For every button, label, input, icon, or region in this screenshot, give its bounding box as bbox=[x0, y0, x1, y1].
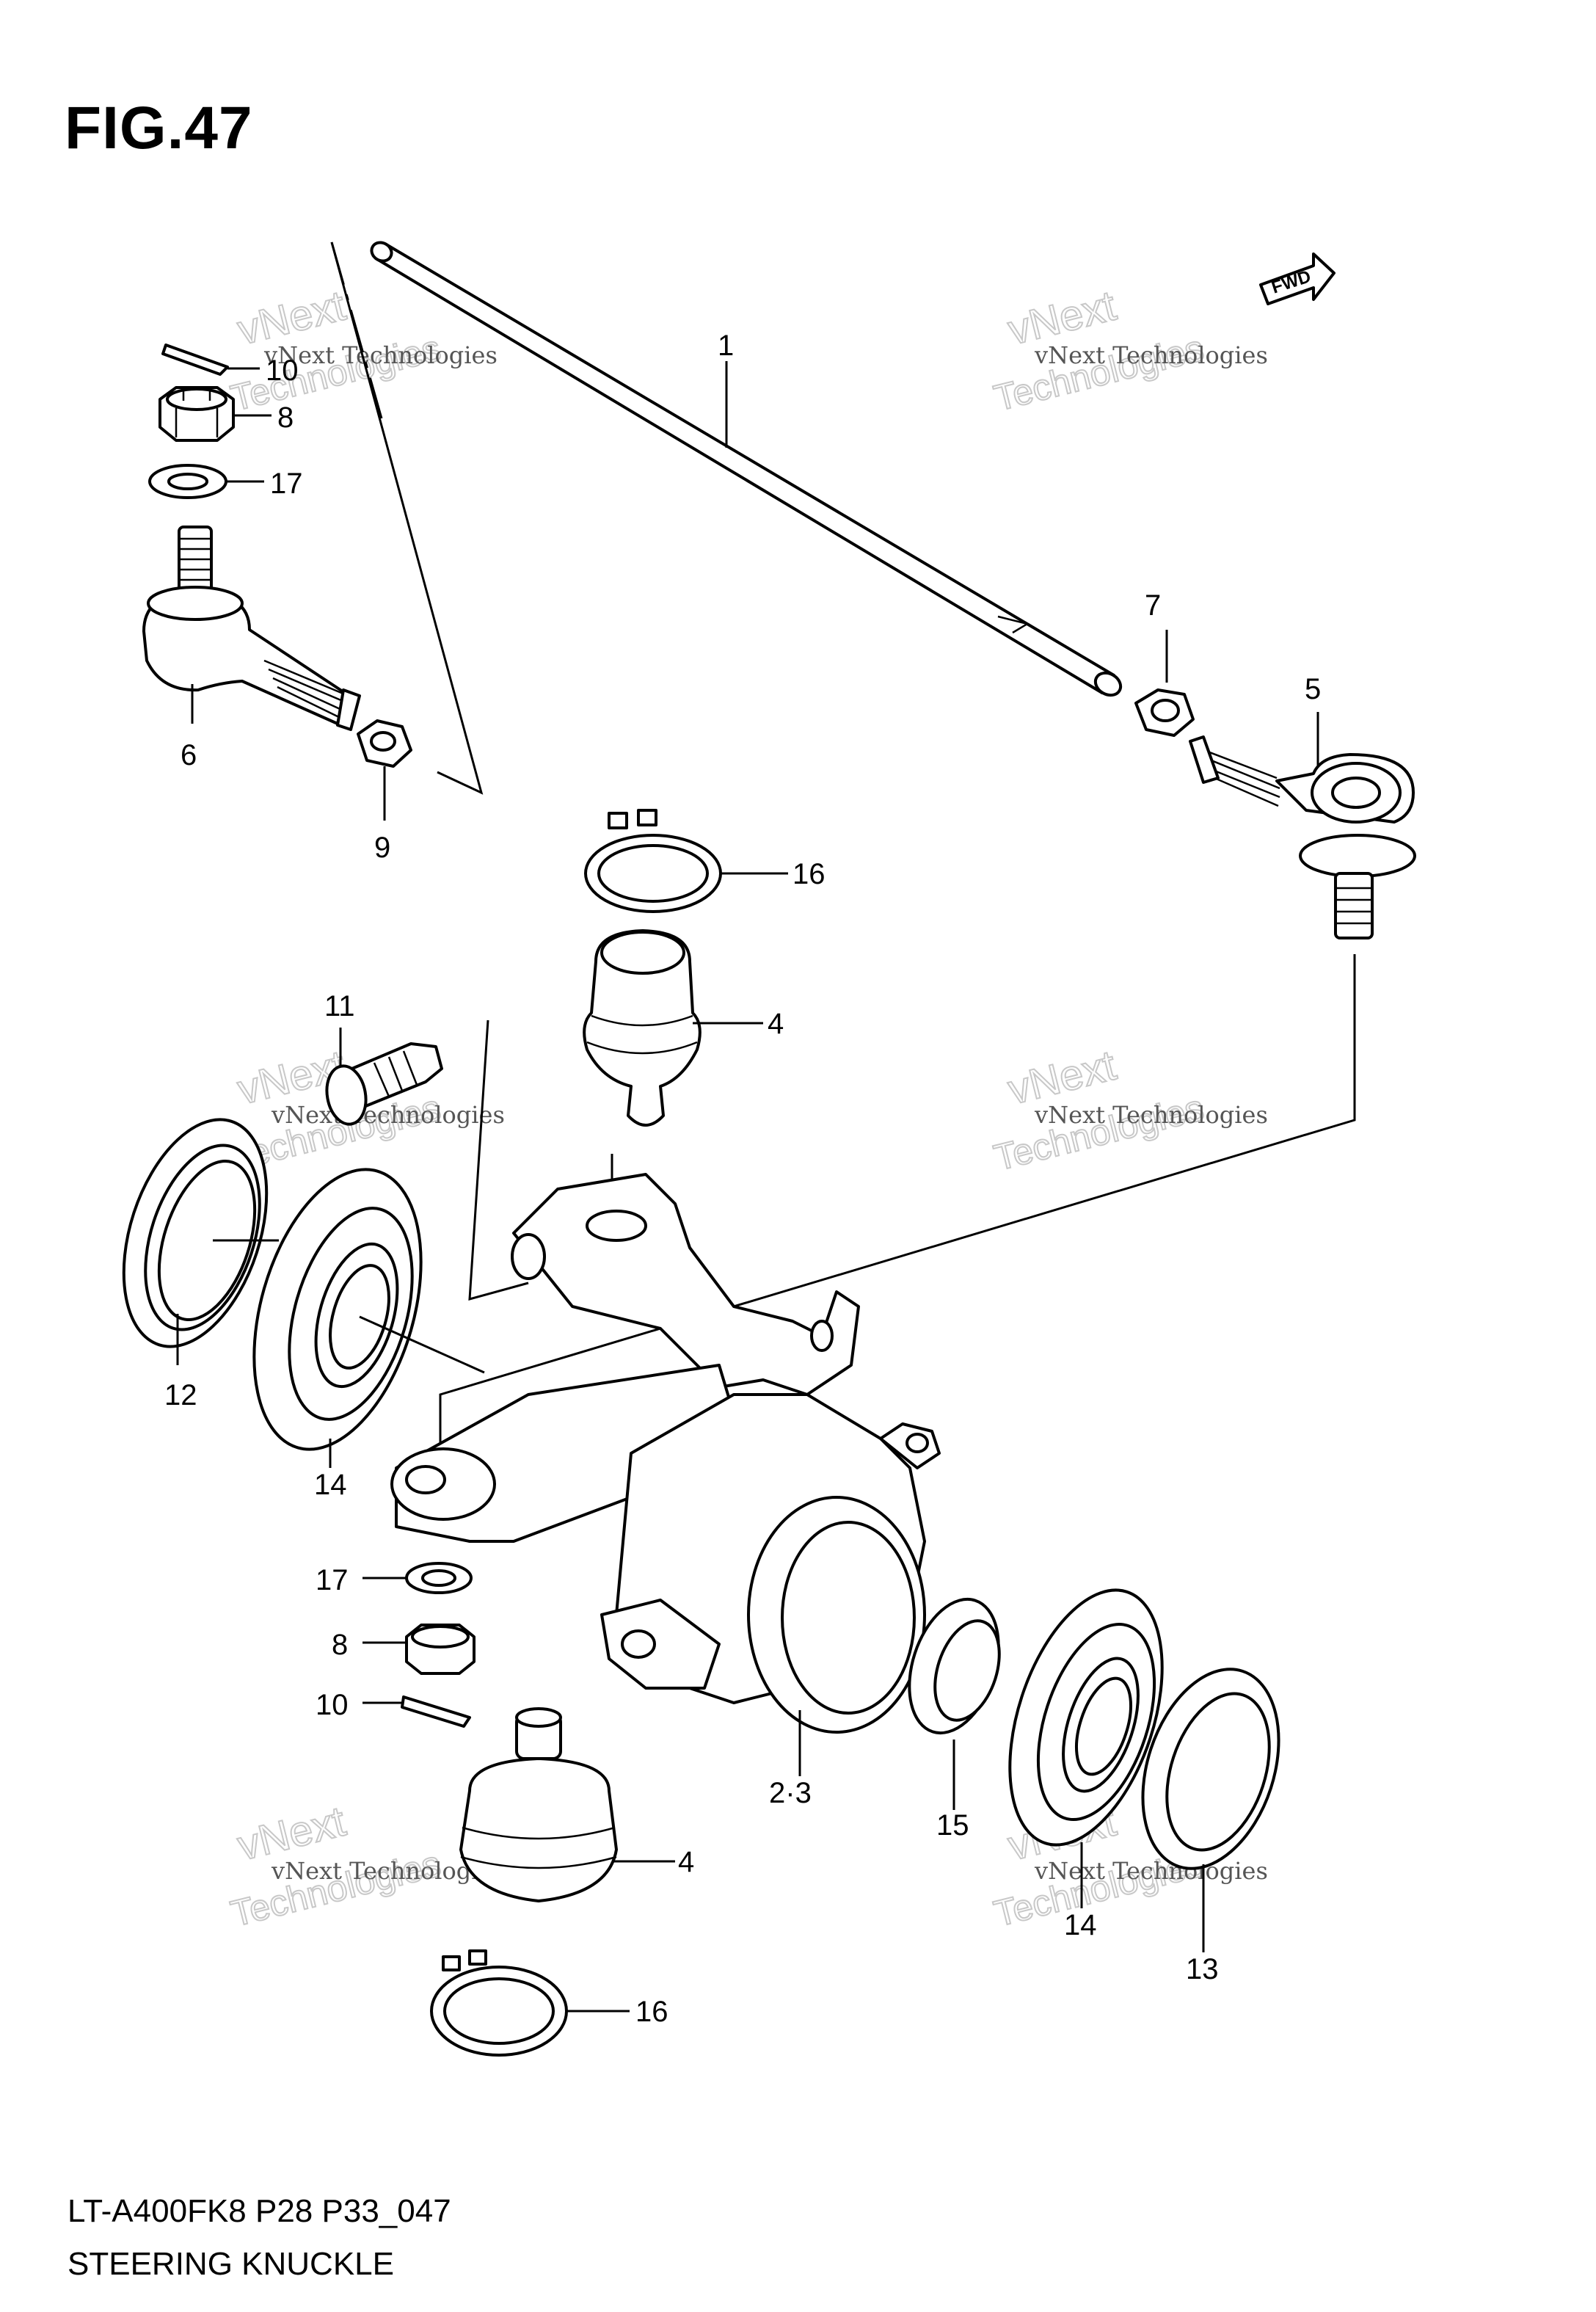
callout-14-left: 14 bbox=[314, 1469, 347, 1501]
castle-nut-lower bbox=[405, 1624, 475, 1675]
tie-rod-end-right bbox=[1189, 735, 1416, 939]
callout-5: 5 bbox=[1305, 673, 1321, 705]
lock-nut-right bbox=[1134, 688, 1195, 737]
svg-text:vNext Technologies: vNext Technologies bbox=[1034, 1857, 1268, 1885]
bearing-left bbox=[252, 1168, 423, 1451]
washer-lower bbox=[405, 1562, 473, 1594]
callout-4-top: 4 bbox=[768, 1008, 784, 1040]
castle-nut-top bbox=[158, 386, 235, 442]
tie-rod bbox=[370, 241, 1123, 697]
callout-11: 11 bbox=[324, 990, 355, 1022]
watermark-5: vNext Technologies vNext Technologies bbox=[226, 1797, 505, 1935]
bolt bbox=[325, 1042, 443, 1126]
tie-rod-end-left bbox=[142, 526, 361, 731]
assembly-guide-lines bbox=[330, 241, 1356, 1468]
callout-1: 1 bbox=[718, 330, 734, 362]
circlip-lower bbox=[430, 1949, 568, 2057]
section-title: STEERING KNUCKLE bbox=[68, 2246, 394, 2282]
callout-4-lower: 4 bbox=[678, 1846, 694, 1878]
callout-2-3: 2·3 bbox=[769, 1777, 812, 1809]
callout-16-top: 16 bbox=[792, 858, 826, 890]
washer-top bbox=[148, 464, 227, 499]
callout-15: 15 bbox=[936, 1809, 969, 1842]
callout-labels: 1 7 5 10 8 17 6 9 16 4 11 12 14 2·3 15 1… bbox=[164, 330, 1321, 2028]
callout-8-top: 8 bbox=[277, 401, 294, 434]
svg-text:vNext Technologies: vNext Technologies bbox=[271, 1101, 505, 1129]
bearing-right bbox=[1008, 1588, 1164, 1847]
svg-text:vNext Technologies: vNext Technologies bbox=[1034, 1101, 1268, 1129]
figure-title: FIG.47 bbox=[65, 95, 253, 161]
callout-14-right: 14 bbox=[1064, 1909, 1097, 1941]
callout-6: 6 bbox=[181, 739, 197, 771]
callout-8-lower: 8 bbox=[332, 1629, 348, 1661]
cotter-pin-lower bbox=[401, 1695, 471, 1728]
leader-lines bbox=[176, 367, 1319, 2013]
svg-text:vNext Technologies: vNext Technologies bbox=[1034, 341, 1268, 369]
svg-text:vNext Technologies: vNext Technologies bbox=[263, 341, 498, 369]
oil-seal-right bbox=[1141, 1668, 1280, 1870]
callout-10-lower: 10 bbox=[316, 1689, 349, 1721]
lock-nut-left bbox=[357, 719, 412, 768]
circlip-top bbox=[584, 809, 722, 913]
cotter-pin-top bbox=[161, 343, 229, 376]
callout-7: 7 bbox=[1145, 589, 1161, 622]
callout-9: 9 bbox=[374, 832, 390, 864]
callout-16-lower: 16 bbox=[635, 1996, 668, 2028]
callout-10-top: 10 bbox=[266, 355, 299, 387]
forward-direction-badge: FWD bbox=[1259, 252, 1336, 305]
ball-joint-top bbox=[583, 929, 702, 1127]
spacer bbox=[908, 1597, 1001, 1735]
ball-joint-lower bbox=[459, 1707, 618, 1902]
callout-12: 12 bbox=[164, 1379, 197, 1411]
oil-seal-left bbox=[122, 1118, 269, 1348]
callout-17-top: 17 bbox=[270, 468, 303, 500]
model-code: LT-A400FK8 P28 P33_047 bbox=[68, 2193, 451, 2229]
callout-17-lower: 17 bbox=[316, 1564, 349, 1596]
callout-13: 13 bbox=[1186, 1953, 1219, 1985]
watermark-2: vNext Technologies vNext Technologies bbox=[989, 281, 1268, 420]
steering-knuckle bbox=[390, 1173, 941, 1734]
